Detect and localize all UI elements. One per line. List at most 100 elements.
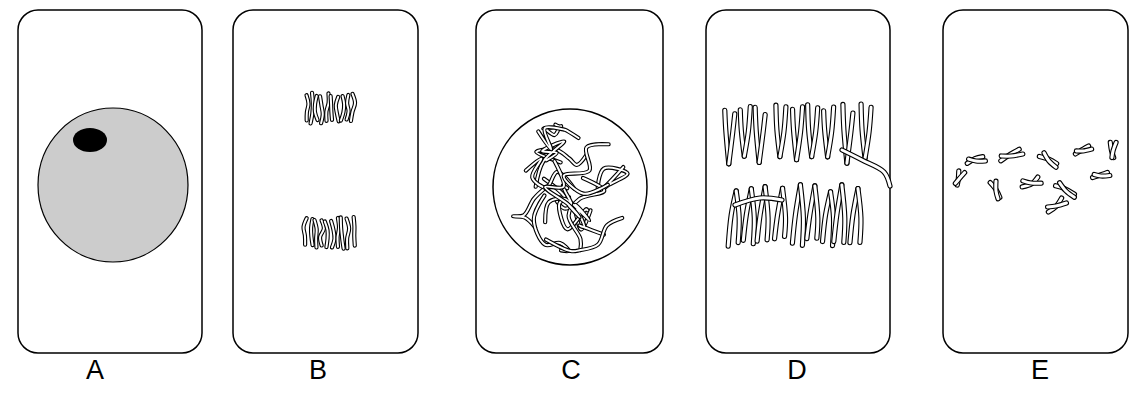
cell-outline xyxy=(18,10,202,353)
chromosome xyxy=(1044,153,1056,167)
chromosomes xyxy=(303,93,1116,251)
chromosome-outline xyxy=(354,217,355,246)
chromosome xyxy=(320,96,323,123)
chromosome-outline xyxy=(336,97,339,121)
chromosome-outline xyxy=(347,219,350,249)
chromosome xyxy=(828,107,834,157)
chromosome xyxy=(955,173,964,184)
chromosome xyxy=(1060,183,1075,198)
chromosome-outline xyxy=(311,219,313,245)
chromosome xyxy=(341,217,344,248)
cell-outline xyxy=(476,10,663,353)
chromosome xyxy=(729,114,735,164)
chromosome-outline xyxy=(729,114,735,164)
chromosome xyxy=(1023,181,1041,183)
chromosome-outline xyxy=(311,93,313,124)
stage-letter: C xyxy=(561,356,581,386)
chromosome-outline xyxy=(955,173,964,184)
chromosome xyxy=(1112,142,1116,157)
chromosome xyxy=(735,198,782,205)
chromosome-outline xyxy=(828,107,834,157)
chromosome-outline xyxy=(865,107,871,158)
chromosome-outline xyxy=(858,189,861,243)
chromosome-outline xyxy=(564,144,609,194)
chromosome-outline xyxy=(1060,183,1075,198)
chromosome-outline xyxy=(513,187,547,228)
chromosome xyxy=(1048,203,1067,207)
chromosome-outline xyxy=(780,107,786,157)
chromosome-outline xyxy=(797,107,803,160)
chromosome xyxy=(744,107,750,157)
chromosome-outline xyxy=(744,107,750,157)
chromosome-outline xyxy=(1023,181,1041,183)
stage-letter: B xyxy=(309,356,327,386)
chromosome-outline xyxy=(546,218,622,251)
chromosome-outline xyxy=(347,95,349,120)
chromosome-outline xyxy=(1048,203,1067,207)
chromosome xyxy=(325,222,328,248)
chromosome-outline xyxy=(736,191,739,243)
chromosome xyxy=(574,205,604,235)
chromosome xyxy=(996,181,998,199)
chromosome-outline xyxy=(783,188,786,236)
chromosome xyxy=(780,107,786,157)
chromosome xyxy=(797,107,803,160)
chromosome xyxy=(546,218,622,251)
chromosome-outline xyxy=(800,185,803,246)
chromosome-outline xyxy=(351,94,355,121)
chromosome-outline xyxy=(307,95,309,120)
chromosome-outline xyxy=(326,93,329,120)
cell-outline xyxy=(233,10,418,353)
chromosome-outline xyxy=(759,115,765,163)
chromosome xyxy=(842,185,845,243)
chromosome-outline xyxy=(1094,174,1110,176)
chromosome xyxy=(865,107,871,158)
chromosome xyxy=(351,94,355,121)
chromosome xyxy=(326,93,329,120)
chromosome xyxy=(314,220,316,247)
chromosome-outline xyxy=(303,218,306,244)
chromosome xyxy=(347,95,349,120)
chromosome xyxy=(1076,149,1091,151)
chromosome-outline xyxy=(842,150,890,186)
chromosome xyxy=(347,219,350,249)
chromosome xyxy=(336,97,339,121)
chromosome-outline xyxy=(996,181,998,199)
chromosome xyxy=(311,219,313,245)
chromosome-outline xyxy=(325,222,328,248)
chromosome-outline xyxy=(331,96,332,120)
chromosome xyxy=(538,127,578,149)
chromosome-outline xyxy=(969,159,986,161)
nuclear-envelope xyxy=(493,109,647,265)
chromosome xyxy=(311,93,313,124)
cell-outline xyxy=(706,10,890,353)
chromosome-outline xyxy=(331,221,334,247)
chromosome xyxy=(812,108,818,157)
chromosome-outline xyxy=(538,127,578,149)
chromosome-outline xyxy=(812,108,818,157)
chromosome-outline xyxy=(815,186,818,238)
chromosome-outline xyxy=(314,220,316,247)
chromosome-outline xyxy=(765,187,768,240)
chromosome-outline xyxy=(1112,142,1116,157)
chromosome xyxy=(303,218,306,244)
chromosome xyxy=(315,96,318,120)
chromosome-outline xyxy=(320,220,324,245)
chromosome-outline xyxy=(735,198,782,205)
chromosome xyxy=(320,220,324,245)
chromosome xyxy=(307,95,309,120)
chromosome xyxy=(341,96,344,120)
chromosome xyxy=(513,187,547,228)
nucleolus xyxy=(73,128,107,152)
chromosome xyxy=(759,115,765,163)
nucleus xyxy=(38,108,188,262)
chromosome xyxy=(815,186,818,238)
chromosome xyxy=(842,150,890,186)
chromosome xyxy=(765,187,768,240)
chromosome xyxy=(564,144,609,194)
chromosome-outline xyxy=(1076,149,1091,151)
stage-letter: A xyxy=(86,356,104,386)
chromosome xyxy=(1094,174,1110,176)
chromosome xyxy=(736,191,739,243)
